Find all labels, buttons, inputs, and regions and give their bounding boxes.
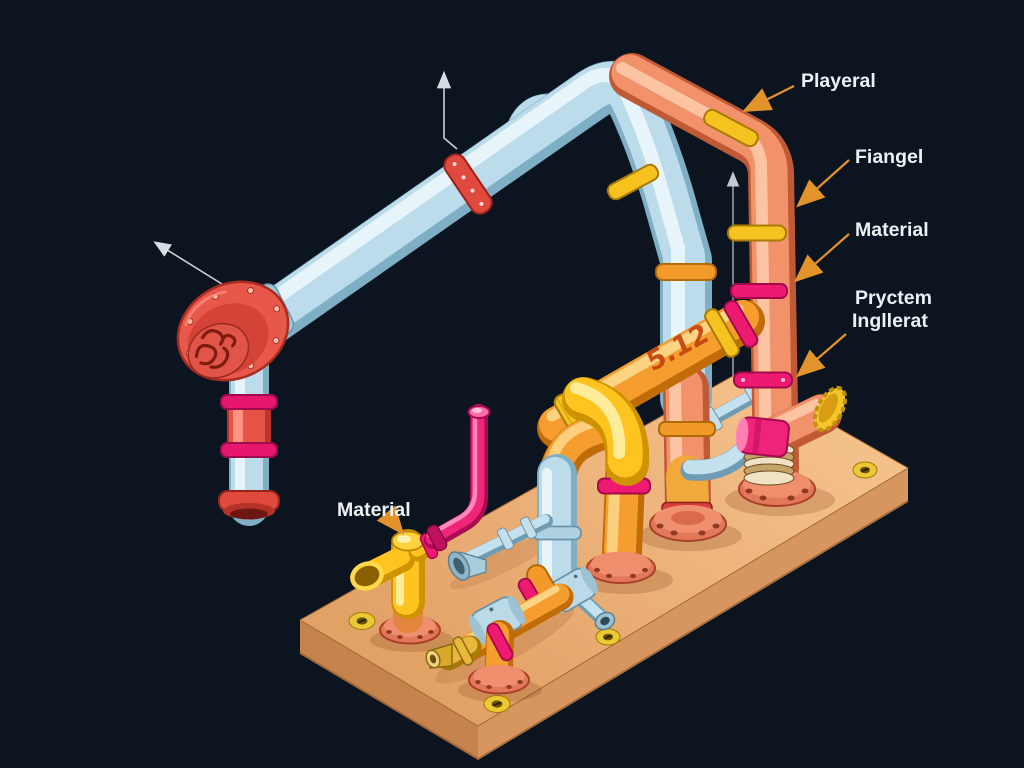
plate-washers (348, 461, 878, 713)
orange-stub-riser (468, 622, 530, 695)
base-flange (468, 665, 530, 695)
base-flange (649, 505, 727, 542)
left-end-flange (176, 280, 295, 382)
salmon-stub-pipe (762, 385, 848, 440)
label-fiangel: Fiangel (855, 146, 923, 168)
base-flange (586, 551, 656, 584)
bolt-washer (348, 612, 376, 630)
left-drop-pipe (218, 330, 280, 520)
centre-riser-lower (649, 385, 727, 542)
leader-material-right (794, 233, 850, 283)
label-pryctem-line1: Pryctem (855, 287, 932, 309)
reference-arrow-top-icon (436, 70, 458, 150)
bolt-washer (852, 461, 878, 479)
leader-material-left (376, 505, 405, 536)
junction-arm (575, 592, 616, 631)
pipe-ring-pink (730, 283, 788, 299)
label-pryctem-line2: Ingllerat (852, 310, 928, 332)
thin-blue-pipe-front (447, 516, 546, 581)
pipe-ring-yellow (703, 108, 759, 148)
pipe-ring-yellow (727, 224, 787, 242)
bell-mouth (447, 551, 471, 581)
leader-pryctem (796, 333, 847, 378)
pipe-ring-red (443, 153, 493, 215)
bolt-washer (595, 628, 621, 646)
pipe-ring-orange (655, 263, 717, 281)
label-material-right: Material (855, 219, 929, 241)
leader-playeral (742, 85, 795, 112)
brass-nozzle (425, 636, 474, 670)
label-playeral: Playeral (801, 70, 876, 92)
pink-riser-pipe (426, 406, 491, 552)
pipe-ring-pink (733, 371, 793, 389)
magenta-fitting (735, 416, 790, 458)
gradient-riser (586, 456, 656, 584)
leader-fiangel (796, 159, 850, 208)
label-material-left: Material (337, 499, 411, 521)
bolt-washer (483, 695, 511, 713)
reference-arrow-left-icon (153, 241, 231, 290)
pipe-ring-yellow (606, 163, 660, 201)
drop-end-flange (218, 490, 280, 520)
callouts: Playeral Fiangel Material Pryctem Inglle… (337, 70, 932, 536)
valve-outlet-mouth (350, 561, 384, 591)
